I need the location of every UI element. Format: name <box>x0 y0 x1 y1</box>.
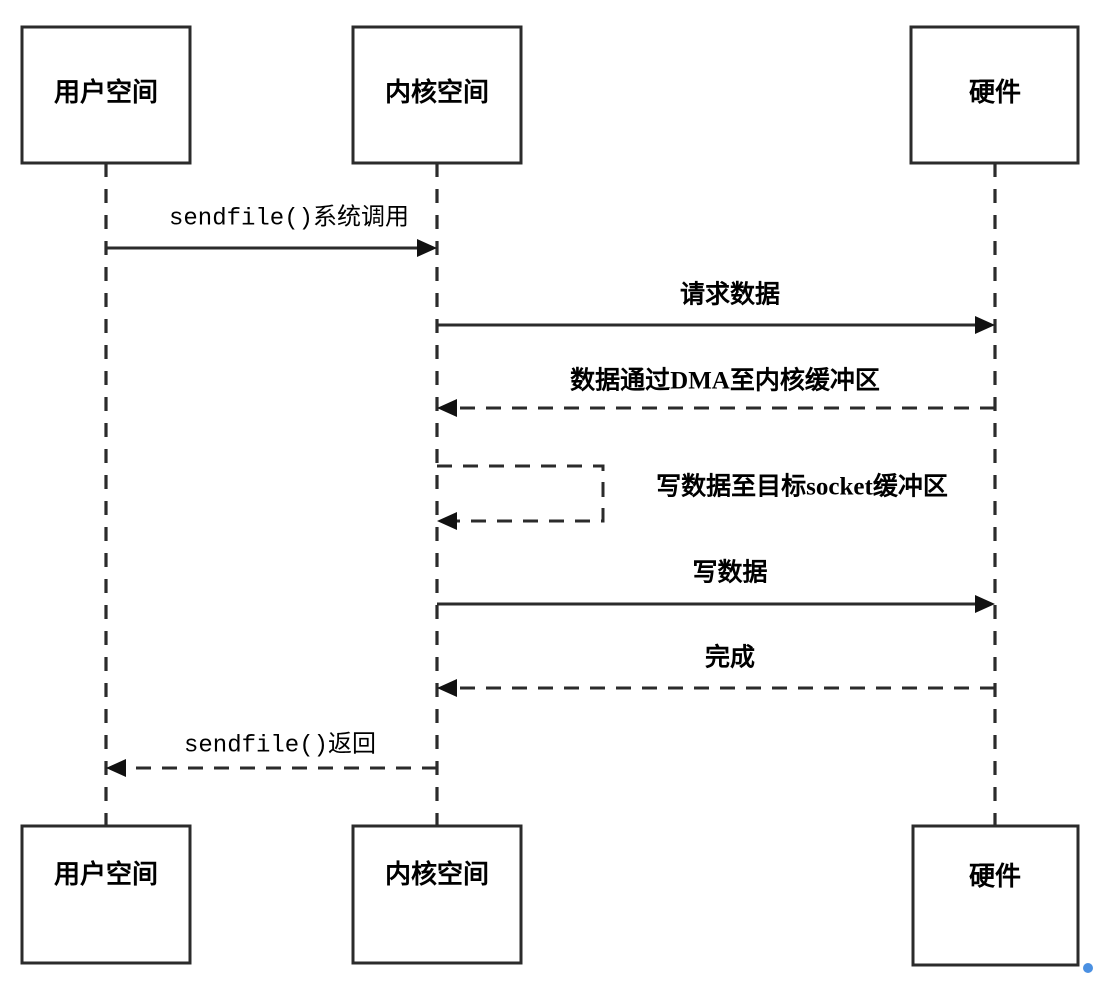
arrow-head-left-write-to-socket-buffer <box>437 512 457 530</box>
arrow-head-right-write-data <box>975 595 995 613</box>
actor-box-user-space-bottom[interactable] <box>20 824 192 965</box>
actor-label-kernel-space-top: 内核空间 <box>385 77 489 107</box>
actor-label-user-space-bottom: 用户空间 <box>54 859 158 889</box>
arrow-head-right-sendfile-call <box>417 239 437 257</box>
message-dma-to-kernel-buffer[interactable]: 数据通过DMA至内核缓冲区 <box>437 366 995 417</box>
arrow-head-right-request-data <box>975 316 995 334</box>
actor-box-hardware-bottom[interactable] <box>911 824 1080 967</box>
actor-box-kernel-space-top[interactable] <box>351 25 523 165</box>
actor-label-kernel-space-bottom: 内核空间 <box>385 859 489 889</box>
actor-box-kernel-space-bottom[interactable] <box>351 824 523 965</box>
corner-marker-icon <box>1083 963 1093 973</box>
actor-footer-group: 用户空间 内核空间 硬件 <box>20 824 1080 967</box>
message-sendfile-return[interactable]: sendfile()返回 <box>106 730 437 777</box>
message-sendfile-call[interactable]: sendfile()系统调用 <box>106 203 437 257</box>
message-label-request-data: 请求数据 <box>680 281 780 309</box>
actor-box-user-space-top[interactable] <box>20 25 192 165</box>
message-complete[interactable]: 完成 <box>437 643 995 697</box>
message-label-write-data: 写数据 <box>692 559 767 587</box>
message-write-data[interactable]: 写数据 <box>437 559 995 613</box>
actor-box-hardware-top[interactable] <box>909 25 1080 165</box>
lifelines-group <box>104 163 997 826</box>
message-line-write-to-socket-buffer <box>437 464 605 523</box>
actor-label-user-space-top: 用户空间 <box>54 77 158 107</box>
message-label-sendfile-return: sendfile()返回 <box>184 730 376 759</box>
actor-header-group: 用户空间 内核空间 硬件 <box>20 25 1080 165</box>
message-label-write-to-socket-buffer: 写数据至目标socket缓冲区 <box>656 472 948 501</box>
arrow-head-left-complete <box>437 679 457 697</box>
message-write-to-socket-buffer[interactable]: 写数据至目标socket缓冲区 <box>437 464 948 530</box>
message-label-sendfile-call: sendfile()系统调用 <box>169 203 409 232</box>
message-label-dma-to-kernel-buffer: 数据通过DMA至内核缓冲区 <box>570 366 880 395</box>
arrow-head-left-dma-to-kernel-buffer <box>437 399 457 417</box>
arrow-head-left-sendfile-return <box>106 759 126 777</box>
actor-label-hardware-top: 硬件 <box>969 78 1021 107</box>
message-label-complete: 完成 <box>705 643 755 672</box>
message-request-data[interactable]: 请求数据 <box>437 281 995 334</box>
actor-label-hardware-bottom: 硬件 <box>969 862 1021 891</box>
